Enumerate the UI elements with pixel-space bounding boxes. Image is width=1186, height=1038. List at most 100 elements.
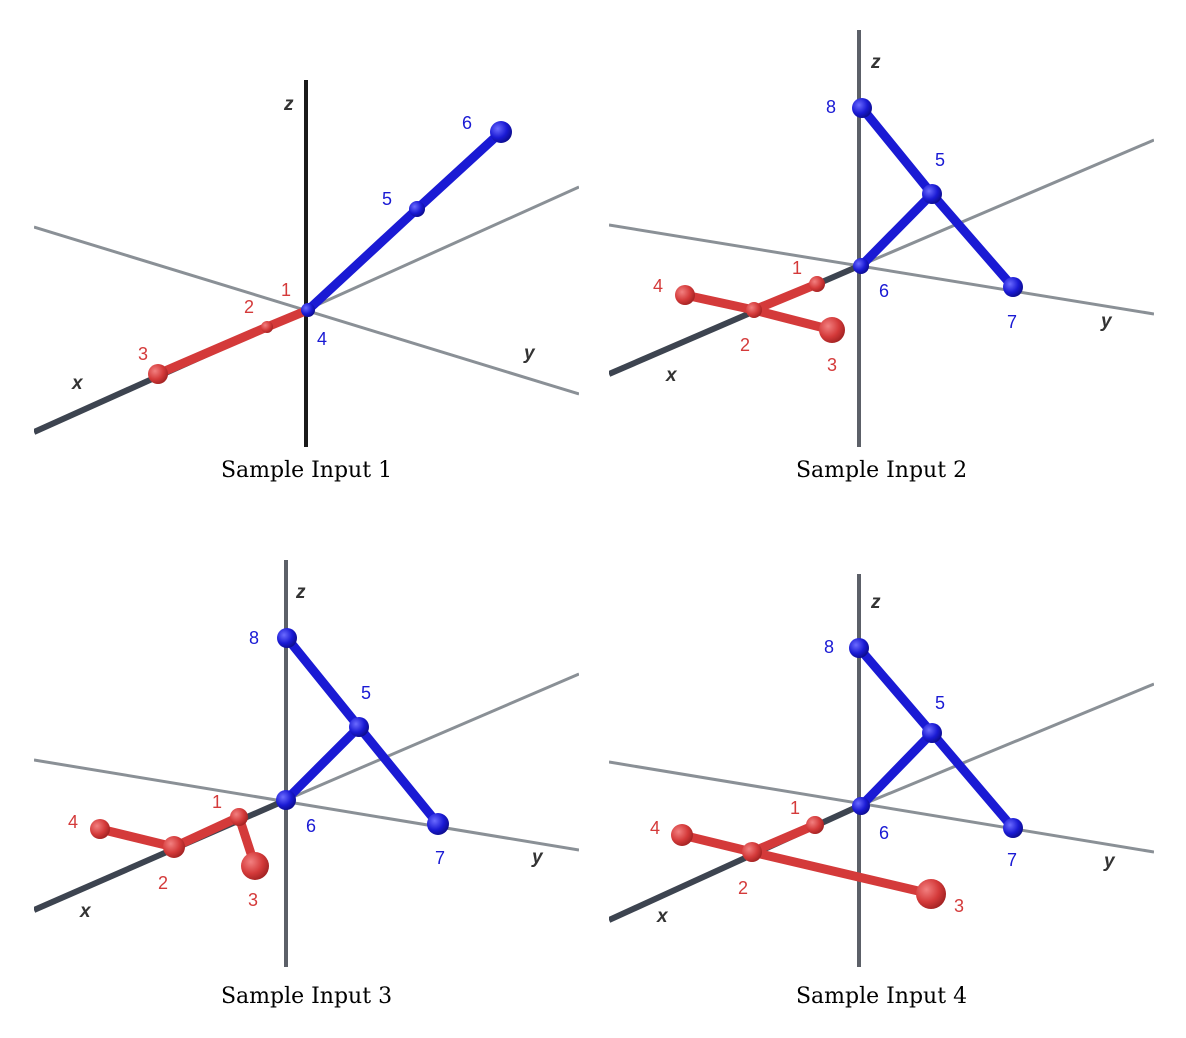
node-8 bbox=[277, 628, 297, 648]
x-axis-far bbox=[285, 672, 579, 802]
z-axis-label: z bbox=[283, 94, 294, 115]
node-label-7: 7 bbox=[1007, 312, 1017, 332]
node-label-1: 1 bbox=[792, 258, 802, 278]
node-label-4: 4 bbox=[653, 276, 663, 296]
node-label-2: 2 bbox=[158, 873, 168, 893]
node-label-6: 6 bbox=[462, 113, 472, 133]
node-label-5: 5 bbox=[935, 150, 945, 170]
edge-5-6 bbox=[281, 722, 364, 805]
edge-2-4 bbox=[95, 824, 179, 852]
node-label-3: 3 bbox=[138, 344, 148, 364]
node-7 bbox=[427, 813, 449, 835]
node-label-4: 4 bbox=[650, 818, 660, 838]
node-label-1: 1 bbox=[281, 280, 291, 300]
edge-4-5 bbox=[303, 204, 422, 315]
z-axis-label: z bbox=[295, 582, 306, 603]
node-label-4: 4 bbox=[317, 329, 327, 349]
node-6 bbox=[490, 121, 512, 143]
node-5 bbox=[409, 201, 425, 217]
edge-1-2 bbox=[169, 812, 244, 852]
x-axis-label: x bbox=[656, 906, 669, 927]
x-axis-label: x bbox=[79, 901, 92, 922]
edge-8-5 bbox=[282, 633, 364, 732]
y-axis-label: y bbox=[1100, 311, 1113, 332]
x-axis-far bbox=[305, 185, 579, 312]
edge-5-7 bbox=[354, 722, 443, 829]
node-4 bbox=[671, 824, 693, 846]
node-label-2: 2 bbox=[738, 878, 748, 898]
node-label-8: 8 bbox=[826, 97, 836, 117]
node-7 bbox=[1003, 818, 1023, 838]
edge-1-2 bbox=[262, 305, 313, 332]
node-4 bbox=[301, 303, 315, 317]
node-label-5: 5 bbox=[361, 683, 371, 703]
node-1 bbox=[806, 816, 824, 834]
edge-2-3 bbox=[747, 847, 936, 899]
edge-1-2 bbox=[747, 820, 820, 857]
edge-1-2 bbox=[749, 279, 822, 315]
node-label-7: 7 bbox=[1007, 850, 1017, 870]
node-3 bbox=[916, 879, 946, 909]
caption-4: Sample Input 4 bbox=[795, 984, 968, 1009]
y-axis-label: y bbox=[523, 343, 536, 364]
node-4 bbox=[90, 819, 110, 839]
node-4 bbox=[675, 285, 695, 305]
node-label-1: 1 bbox=[790, 798, 800, 818]
edge-2-4 bbox=[677, 830, 757, 857]
y-axis-label: y bbox=[531, 847, 544, 868]
node-1 bbox=[230, 808, 248, 826]
panel-4: x y z 1 2 3 4 5 6 7 8 bbox=[609, 552, 1154, 997]
node-label-5: 5 bbox=[382, 189, 392, 209]
node-label-6: 6 bbox=[306, 816, 316, 836]
z-axis-label: z bbox=[870, 52, 881, 73]
node-label-5: 5 bbox=[935, 693, 945, 713]
x-axis-label: x bbox=[665, 365, 678, 386]
edge-5-6 bbox=[856, 189, 937, 271]
edge-2-4 bbox=[680, 290, 759, 315]
edge-2-3 bbox=[153, 322, 272, 379]
node-5 bbox=[922, 723, 942, 743]
node-6 bbox=[276, 790, 296, 810]
node-label-2: 2 bbox=[244, 297, 254, 317]
node-5 bbox=[922, 184, 942, 204]
caption-3: Sample Input 3 bbox=[220, 984, 393, 1009]
diagram-2: x y z 1 2 3 4 5 6 7 8 bbox=[609, 30, 1154, 447]
node-label-8: 8 bbox=[824, 637, 834, 657]
node-8 bbox=[852, 98, 872, 118]
y-axis bbox=[609, 223, 1154, 316]
node-8 bbox=[849, 638, 869, 658]
node-label-4: 4 bbox=[68, 812, 78, 832]
node-6 bbox=[852, 797, 870, 815]
node-2 bbox=[746, 302, 762, 318]
node-label-8: 8 bbox=[249, 628, 259, 648]
edge-8-5 bbox=[854, 643, 937, 738]
panel-2: x y z 1 2 3 4 5 6 7 8 bbox=[609, 22, 1154, 467]
y-axis-label: y bbox=[1103, 851, 1116, 872]
edge-5-6 bbox=[856, 728, 937, 811]
node-6 bbox=[853, 258, 869, 274]
node-3 bbox=[819, 317, 845, 343]
z-axis-label: z bbox=[870, 592, 881, 613]
node-2 bbox=[261, 321, 273, 333]
diagram-4: x y z 1 2 3 4 5 6 7 8 bbox=[609, 574, 1154, 967]
node-3 bbox=[241, 852, 269, 880]
node-label-3: 3 bbox=[248, 890, 258, 910]
caption-2: Sample Input 2 bbox=[795, 458, 968, 483]
edge-5-7 bbox=[927, 728, 1018, 833]
node-label-6: 6 bbox=[879, 281, 889, 301]
edge-8-5 bbox=[857, 103, 937, 199]
node-label-7: 7 bbox=[435, 848, 445, 868]
y-axis bbox=[34, 758, 579, 852]
node-label-2: 2 bbox=[740, 335, 750, 355]
node-label-3: 3 bbox=[827, 355, 837, 375]
edge-5-6 bbox=[412, 127, 506, 214]
node-2 bbox=[163, 836, 185, 858]
node-label-3: 3 bbox=[954, 896, 964, 916]
panel-3: x y z 1 2 3 4 5 6 7 8 bbox=[34, 552, 579, 997]
node-2 bbox=[742, 842, 762, 862]
y-axis bbox=[609, 760, 1154, 854]
node-label-6: 6 bbox=[879, 823, 889, 843]
node-label-1: 1 bbox=[212, 792, 222, 812]
node-7 bbox=[1003, 277, 1023, 297]
